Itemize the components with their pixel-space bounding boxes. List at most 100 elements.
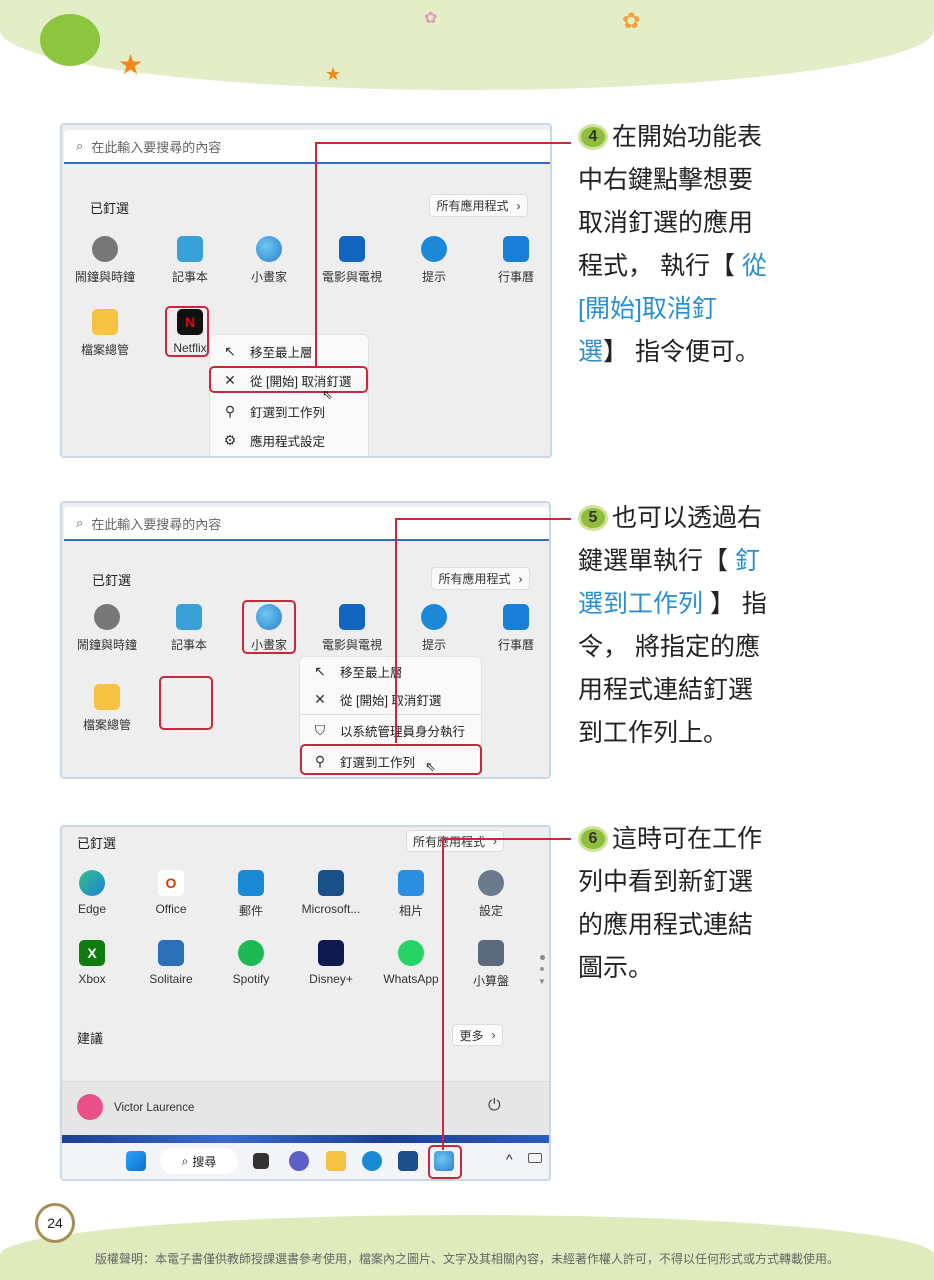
step-text: 列中看到新釘選 <box>578 868 754 896</box>
scroll-down-icon[interactable]: ▼ <box>538 977 546 986</box>
menu-item-app-settings[interactable]: ⚙應用程式設定 <box>210 426 368 454</box>
app-tile[interactable]: Disney+ <box>291 940 371 986</box>
app-label: 記事本 <box>170 638 207 652</box>
user-name[interactable]: Victor Laurence <box>114 1102 195 1114</box>
start-menu-panel-1: ⌕在此輸入要搜尋的內容 已釘選 所有應用程式› 鬧鐘與時鐘記事本小畫家電影與電視… <box>60 123 552 458</box>
chat-icon[interactable] <box>289 1151 309 1171</box>
app-tile[interactable]: 記事本 <box>149 604 229 653</box>
highlight-box <box>300 744 482 775</box>
chevron-right-icon: › <box>491 1028 496 1042</box>
movies-icon <box>339 604 365 630</box>
step-text: 鍵選單執行【 <box>578 547 735 575</box>
app-tile[interactable]: 電影與電視 <box>312 604 392 653</box>
app-tile[interactable]: 郵件 <box>211 870 291 919</box>
xbox-icon: X <box>79 940 105 966</box>
store-icon[interactable] <box>398 1151 418 1171</box>
disney-icon <box>318 940 344 966</box>
step-line: 的應用程式連結 <box>578 904 848 947</box>
store-icon <box>318 870 344 896</box>
command-highlight: [開始]取消釘 <box>578 295 717 323</box>
paint-icon <box>256 236 282 262</box>
menu-item-unpin-from-start[interactable]: ✕從 [開始] 取消釘選 <box>210 366 368 394</box>
mail-icon <box>238 870 264 896</box>
app-tile[interactable]: 行事曆 <box>476 604 549 653</box>
chevron-up-icon[interactable]: ^ <box>506 1151 513 1167</box>
search-input[interactable]: ⌕在此輸入要搜尋的內容 <box>64 507 549 541</box>
app-label: Disney+ <box>309 972 353 986</box>
app-tile[interactable]: Solitaire <box>131 940 211 986</box>
app-label: 電影與電視 <box>321 270 382 284</box>
app-tile[interactable]: X Xbox <box>62 940 132 986</box>
app-tile[interactable]: 鬧鐘與時鐘 <box>65 236 145 285</box>
step-line: 到工作列上。 <box>578 712 848 755</box>
all-apps-button[interactable]: 所有應用程式› <box>429 194 528 217</box>
app-tile[interactable]: Microsoft... <box>291 870 371 916</box>
clock-icon <box>94 604 120 630</box>
app-tile[interactable]: Edge <box>62 870 132 916</box>
app-tile[interactable]: 小畫家 <box>229 236 309 285</box>
menu-item-pin-to-taskbar[interactable]: ⚲釘選到工作列 <box>210 397 368 425</box>
connector-line <box>395 518 571 520</box>
edge-icon[interactable] <box>362 1151 382 1171</box>
edge-icon <box>79 870 105 896</box>
power-icon[interactable]: ⏻ <box>488 1097 501 1114</box>
step-line: 中右鍵點擊想要 <box>578 159 848 202</box>
app-label: 提示 <box>421 270 446 284</box>
search-placeholder: 在此輸入要搜尋的內容 <box>91 139 222 155</box>
app-tile[interactable]: 行事曆 <box>476 236 550 285</box>
all-apps-label: 所有應用程式 <box>436 199 509 213</box>
all-apps-button[interactable]: 所有應用程式› <box>406 830 504 852</box>
more-button[interactable]: 更多› <box>452 1024 503 1046</box>
app-tile[interactable]: 記事本 <box>150 236 230 285</box>
menu-divider <box>300 714 481 715</box>
app-tile[interactable]: 提示 <box>394 604 474 653</box>
app-label: 行事曆 <box>497 270 534 284</box>
page-dot[interactable] <box>540 955 545 960</box>
app-tile[interactable]: 小算盤 <box>451 940 531 989</box>
app-tile[interactable]: 提示 <box>394 236 474 285</box>
windows-start-icon[interactable] <box>126 1151 146 1171</box>
app-tile[interactable]: 相片 <box>371 870 451 919</box>
paint-icon[interactable] <box>434 1151 454 1171</box>
keyboard-icon[interactable] <box>528 1153 542 1163</box>
menu-item-unpin-from-start[interactable]: ✕從 [開始] 取消釘選 <box>300 685 481 713</box>
avatar[interactable] <box>77 1094 103 1120</box>
command-highlight: 選 <box>578 338 604 366</box>
taskbar-search[interactable]: ⌕搜尋 <box>160 1148 238 1174</box>
highlight-box <box>209 366 368 393</box>
step-line: 用程式連結釘選 <box>578 669 848 712</box>
chevron-right-icon: › <box>493 834 497 848</box>
step-line: 選到工作列 】 指 <box>578 583 848 626</box>
app-tile[interactable]: 設定 <box>451 870 531 919</box>
app-tile[interactable]: Spotify <box>211 940 291 986</box>
pinned-heading: 已釘選 <box>92 573 132 588</box>
app-tile[interactable]: 小畫家 <box>229 604 309 653</box>
menu-item-run-as-admin[interactable]: ⛉以系統管理員身分執行 <box>300 716 481 744</box>
menu-item-pin-to-taskbar[interactable]: ⚲釘選到工作列 <box>300 747 481 775</box>
app-tile[interactable]: WhatsApp <box>371 940 451 986</box>
app-label: Xbox <box>78 972 106 986</box>
app-tile[interactable]: 鬧鐘與時鐘 <box>67 604 147 653</box>
footer-decoration <box>0 1215 934 1280</box>
photos-icon <box>398 870 424 896</box>
file-explorer-icon[interactable] <box>326 1151 346 1171</box>
menu-label: 移至最上層 <box>340 665 403 680</box>
step-line: 取消釘選的應用 <box>578 202 848 245</box>
task-view-icon[interactable] <box>253 1153 269 1169</box>
app-label: Netflix <box>173 341 207 355</box>
chevron-right-icon: › <box>518 571 523 586</box>
app-tile[interactable]: 電影與電視 <box>312 236 392 285</box>
app-tile[interactable]: 檔案總管 <box>67 684 147 733</box>
all-apps-button[interactable]: 所有應用程式› <box>431 567 530 590</box>
search-icon: ⌕ <box>76 138 84 153</box>
menu-item-move-to-top[interactable]: ↖移至最上層 <box>210 337 368 365</box>
search-input[interactable]: ⌕ 在此輸入要搜尋的內容 <box>64 130 550 164</box>
app-tile[interactable]: 檔案總管 <box>65 309 145 358</box>
step-number-badge: 4 <box>578 123 608 150</box>
page-dot[interactable] <box>540 967 544 971</box>
menu-item-move-to-top[interactable]: ↖移至最上層 <box>300 657 481 685</box>
